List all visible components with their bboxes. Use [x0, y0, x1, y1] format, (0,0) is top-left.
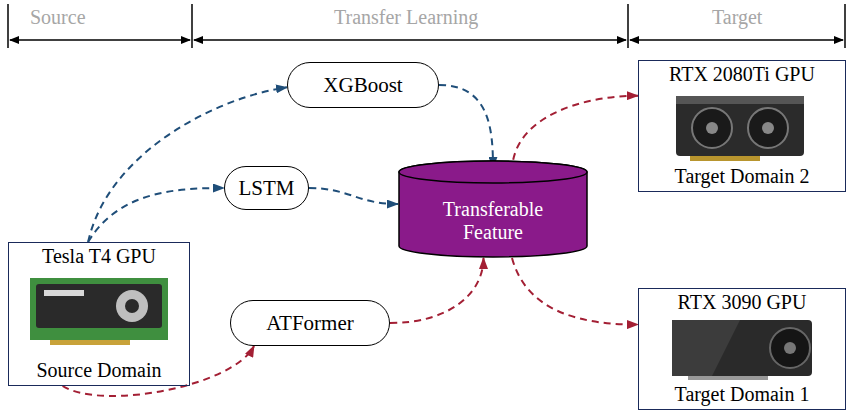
node-label: LSTM [238, 176, 294, 200]
model-pill: XGBoost [287, 62, 439, 108]
domain-label: Source Domain [37, 359, 162, 382]
dashed-arrow [512, 258, 638, 325]
node-label: XGBoost [323, 73, 402, 97]
gpu-name: RTX 3090 GPU [678, 291, 807, 314]
dashed-arrow [88, 87, 287, 242]
dashed-arrow [88, 188, 224, 242]
dashed-arrow [309, 188, 398, 204]
span-bracket [8, 4, 845, 48]
target-gpu-box: RTX 2080Ti GPU Target Domain 2 [638, 60, 846, 192]
model-pill: ATFormer [230, 300, 390, 346]
model-pill: LSTM [224, 166, 309, 210]
feature-cylinder: Transferable Feature [398, 160, 588, 258]
target-gpu-box: RTX 3090 GPU Target Domain 1 [638, 288, 846, 410]
dashed-arrow [390, 258, 484, 323]
node-label: Transferable Feature [428, 198, 558, 244]
gpu-card-image [30, 278, 168, 345]
domain-label: Target Domain 2 [675, 165, 810, 188]
section-label: Transfer Learning [330, 6, 482, 29]
gpu-name: Tesla T4 GPU [42, 245, 156, 268]
source-gpu-box: Tesla T4 GPU Source Domain [8, 242, 190, 386]
gpu-name: RTX 2080Ti GPU [669, 63, 815, 86]
domain-label: Target Domain 1 [675, 383, 810, 406]
section-label: Source [26, 6, 90, 29]
gpu-card-image [672, 320, 812, 380]
dashed-arrow [512, 96, 638, 172]
dashed-arrow [439, 85, 493, 168]
node-label: ATFormer [266, 311, 354, 335]
section-label: Target [708, 6, 766, 29]
gpu-card-image [676, 96, 804, 161]
